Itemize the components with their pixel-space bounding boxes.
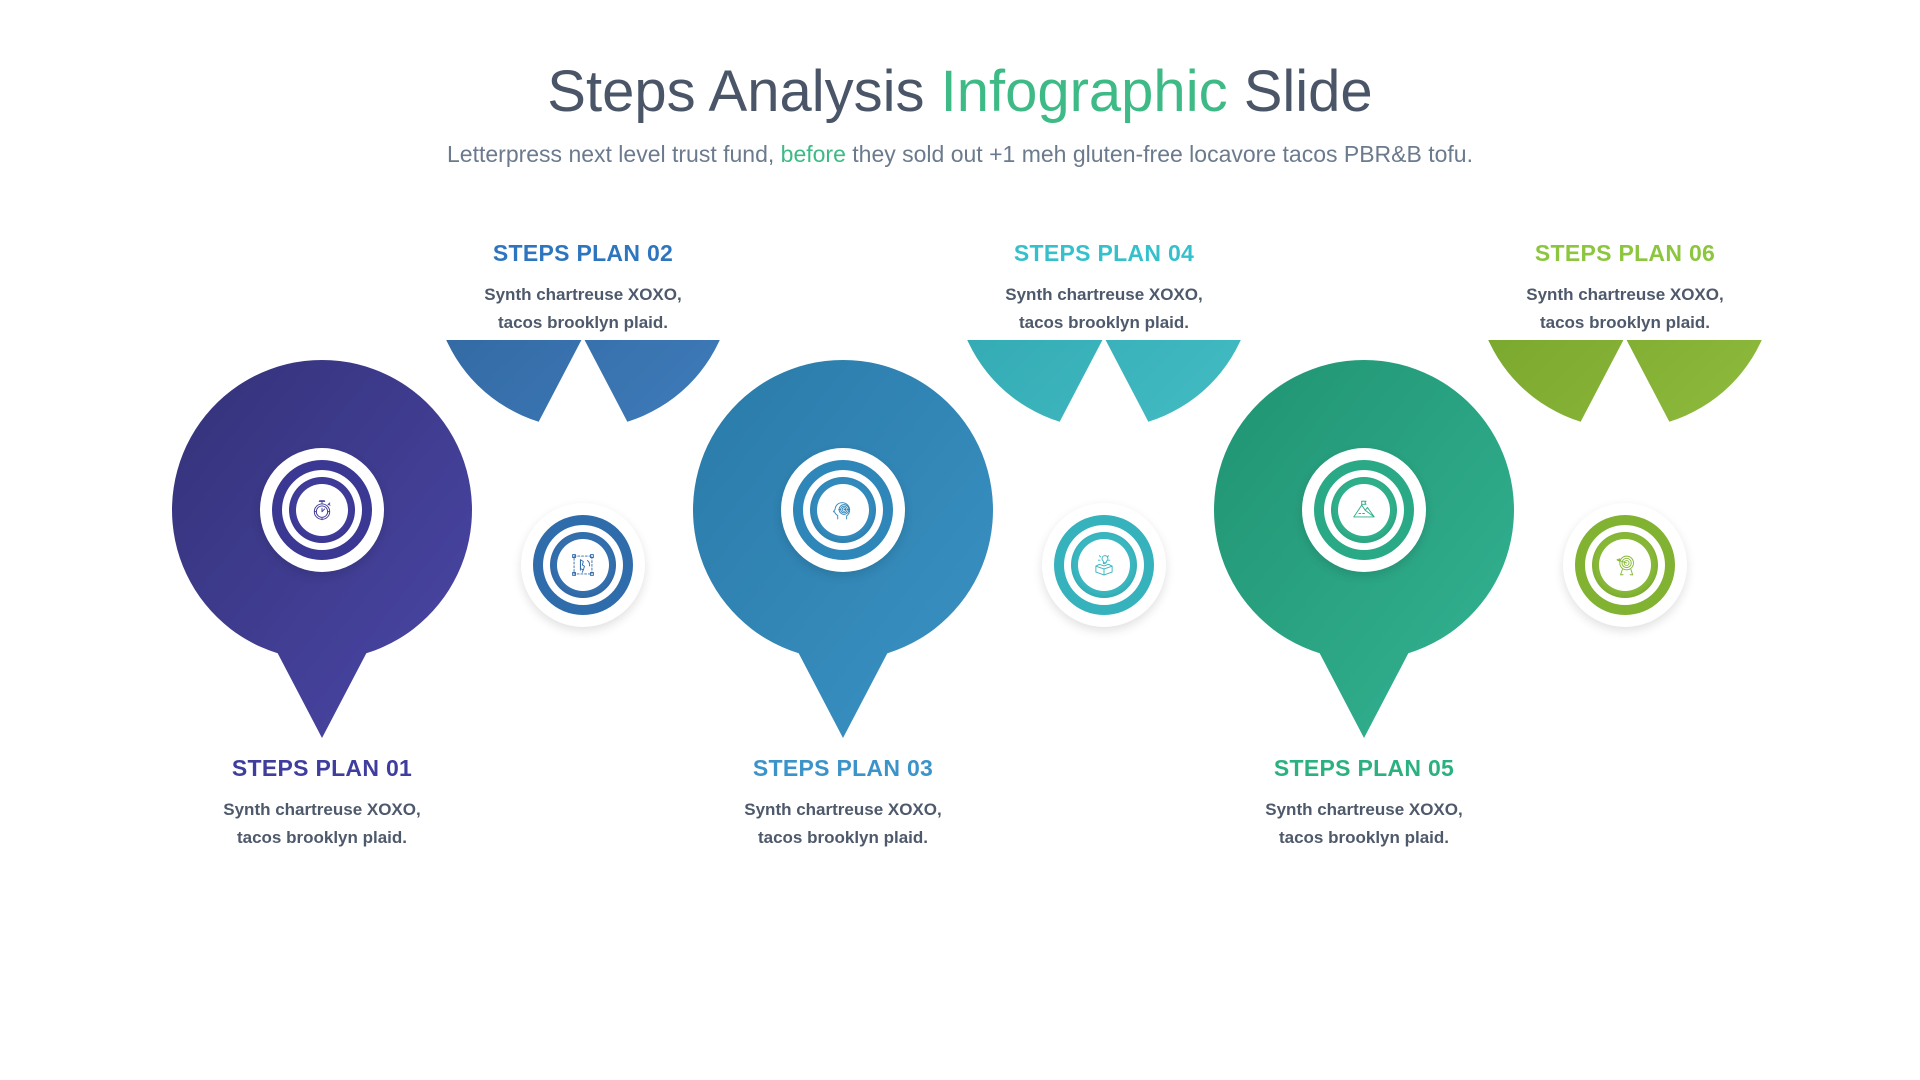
- step-title[interactable]: STEPS PLAN 04: [1013, 240, 1195, 266]
- step-icon-badge[interactable]: [260, 448, 384, 572]
- title-part-2: Slide: [1227, 59, 1373, 124]
- step-pin-shape[interactable]: [954, 340, 1254, 422]
- step-description-line-1: Synth chartreuse XOXO,: [1005, 285, 1203, 304]
- step-caption: STEPS PLAN 05 Synth chartreuse XOXO, tacos…: [1184, 755, 1544, 851]
- step-title[interactable]: STEPS PLAN 06: [1534, 240, 1716, 266]
- step-caption: STEPS PLAN 03 Synth chartreuse XOXO, tacos…: [663, 755, 1023, 851]
- step-title[interactable]: STEPS PLAN 03: [752, 755, 934, 781]
- subtitle-part-2: they sold out +1 meh gluten-free locavor…: [845, 140, 1473, 167]
- step-description-line-1: Synth chartreuse XOXO,: [1265, 800, 1463, 819]
- step-title[interactable]: STEPS PLAN 05: [1273, 755, 1455, 781]
- step-description: Synth chartreuse XOXO, tacos brooklyn pla…: [663, 796, 1023, 851]
- title-part-1: Steps Analysis: [547, 59, 941, 124]
- step-description-line-1: Synth chartreuse XOXO,: [744, 800, 942, 819]
- step-description-line-2: tacos brooklyn plaid.: [497, 312, 669, 332]
- step-description-line-2: tacos brooklyn plaid.: [1018, 312, 1190, 332]
- step-title[interactable]: STEPS PLAN 01: [231, 755, 413, 781]
- steps-infographic: [0, 340, 1920, 820]
- step-description-line-1: Synth chartreuse XOXO,: [223, 800, 421, 819]
- step-icon-badge[interactable]: [1042, 503, 1166, 627]
- step-description-line-2: tacos brooklyn plaid.: [1278, 827, 1450, 847]
- step-title[interactable]: STEPS PLAN 02: [492, 240, 674, 266]
- step-icon-badge[interactable]: [521, 503, 645, 627]
- vector-design-icon: [557, 539, 609, 591]
- step-icon-badge[interactable]: [781, 448, 905, 572]
- step-description: Synth chartreuse XOXO, tacos brooklyn pla…: [924, 281, 1284, 336]
- step-description-line-2: tacos brooklyn plaid.: [757, 827, 929, 847]
- stopwatch-icon: [296, 484, 348, 536]
- step-caption: STEPS PLAN 02 Synth chartreuse XOXO, tacos…: [403, 240, 763, 336]
- step-description-line-2: tacos brooklyn plaid.: [1539, 312, 1711, 332]
- slide-header: Steps Analysis Infographic Slide Letterp…: [0, 59, 1920, 168]
- page-subtitle: Letterpress next level trust fund, befor…: [0, 141, 1920, 168]
- step-caption: STEPS PLAN 01 Synth chartreuse XOXO, tacos…: [142, 755, 502, 851]
- step-caption: STEPS PLAN 04 Synth chartreuse XOXO, tacos…: [924, 240, 1284, 336]
- step-description-line-2: tacos brooklyn plaid.: [236, 827, 408, 847]
- mind-maze-icon: [817, 484, 869, 536]
- step-description: Synth chartreuse XOXO, tacos brooklyn pla…: [1445, 281, 1805, 336]
- target-arrow-icon: [1599, 539, 1651, 591]
- step-icon-badge[interactable]: [1302, 448, 1426, 572]
- subtitle-accent-word: before: [780, 140, 846, 167]
- step-icon-badge[interactable]: [1563, 503, 1687, 627]
- step-description: Synth chartreuse XOXO, tacos brooklyn pla…: [1184, 796, 1544, 851]
- step-pin-shape[interactable]: [1475, 340, 1775, 422]
- step-description: Synth chartreuse XOXO, tacos brooklyn pla…: [403, 281, 763, 336]
- step-description-line-1: Synth chartreuse XOXO,: [484, 285, 682, 304]
- mountain-flag-icon: [1338, 484, 1390, 536]
- idea-box-icon: [1078, 539, 1130, 591]
- step-description-line-1: Synth chartreuse XOXO,: [1526, 285, 1724, 304]
- page-title: Steps Analysis Infographic Slide: [0, 59, 1920, 125]
- step-description: Synth chartreuse XOXO, tacos brooklyn pla…: [142, 796, 502, 851]
- step-caption: STEPS PLAN 06 Synth chartreuse XOXO, tacos…: [1445, 240, 1805, 336]
- step-pin-shape[interactable]: [433, 340, 733, 422]
- subtitle-part-1: Letterpress next level trust fund,: [447, 140, 781, 167]
- title-accent-word: Infographic: [940, 59, 1228, 124]
